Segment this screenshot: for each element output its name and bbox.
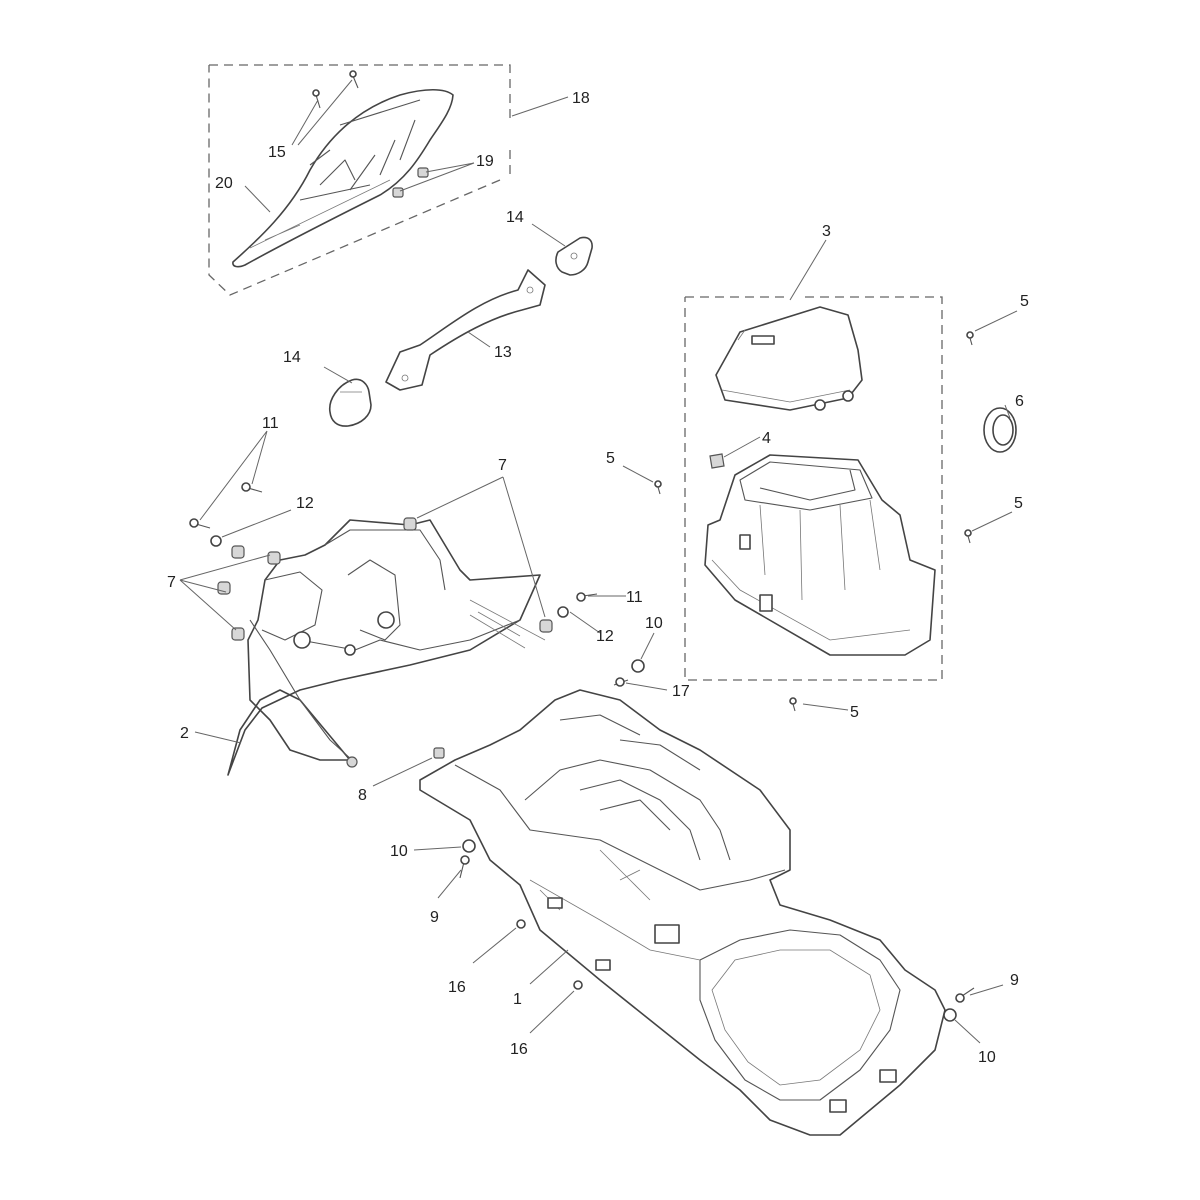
callout-3: 3 xyxy=(822,223,831,240)
part-3-storage-box xyxy=(704,454,936,656)
leader-lines xyxy=(179,79,1018,1044)
part-8-nut xyxy=(433,747,445,759)
part-7-grommets xyxy=(217,517,553,641)
part-17-bolt xyxy=(613,677,629,687)
part-20-tail-cover xyxy=(232,88,454,268)
group-box-3 xyxy=(684,296,943,681)
callout-9: 9 xyxy=(430,909,439,926)
callout-11: 11 xyxy=(626,589,643,606)
part-9-bolts xyxy=(459,855,975,1003)
part-2-rear-bracket xyxy=(227,519,546,776)
part-1-undertray xyxy=(419,689,946,1136)
part-6-grommet xyxy=(983,407,1017,453)
callout-9: 9 xyxy=(1010,972,1019,989)
part-14-end-cap-right xyxy=(555,236,593,276)
callout-4: 4 xyxy=(762,430,771,447)
callout-6: 6 xyxy=(1015,393,1024,410)
callout-15: 15 xyxy=(268,144,286,161)
callout-11: 11 xyxy=(262,415,279,432)
callout-5: 5 xyxy=(850,704,859,721)
part-13-grab-bracket xyxy=(385,269,546,391)
part-10-washers xyxy=(462,659,957,1022)
group-box-18 xyxy=(208,64,511,296)
part-11-bolts xyxy=(189,482,598,602)
callout-17: 17 xyxy=(672,683,690,700)
callout-14: 14 xyxy=(506,209,524,226)
part-14-end-cap-left xyxy=(328,378,372,427)
callout-5: 5 xyxy=(606,450,615,467)
callout-10: 10 xyxy=(390,843,408,860)
callout-7: 7 xyxy=(498,457,507,474)
part-12-washers xyxy=(210,535,569,618)
callout-13: 13 xyxy=(494,344,512,361)
callout-8: 8 xyxy=(358,787,367,804)
callout-5: 5 xyxy=(1014,495,1023,512)
callout-14: 14 xyxy=(283,349,301,366)
callout-12: 12 xyxy=(596,628,614,645)
part-19-nuts xyxy=(392,167,429,198)
callout-5: 5 xyxy=(1020,293,1029,310)
callout-labels: 1 2 3 4 5 5 5 5 6 7 7 8 9 9 10 10 10 11 … xyxy=(167,90,1029,1066)
callout-10: 10 xyxy=(978,1049,996,1066)
callout-18: 18 xyxy=(572,90,590,107)
callout-10: 10 xyxy=(645,615,663,632)
part-4-clip xyxy=(709,453,725,469)
part-5-screws xyxy=(654,331,974,712)
part-15-screws xyxy=(312,70,359,109)
callout-19: 19 xyxy=(476,153,494,170)
callout-1: 1 xyxy=(513,991,522,1008)
callout-20: 20 xyxy=(215,175,233,192)
callout-7: 7 xyxy=(167,574,176,591)
part-16-plugs xyxy=(516,919,583,990)
callout-2: 2 xyxy=(180,725,189,742)
part-3-storage-lid xyxy=(715,306,863,411)
callout-12: 12 xyxy=(296,495,314,512)
callout-16: 16 xyxy=(510,1041,528,1058)
callout-16: 16 xyxy=(448,979,466,996)
